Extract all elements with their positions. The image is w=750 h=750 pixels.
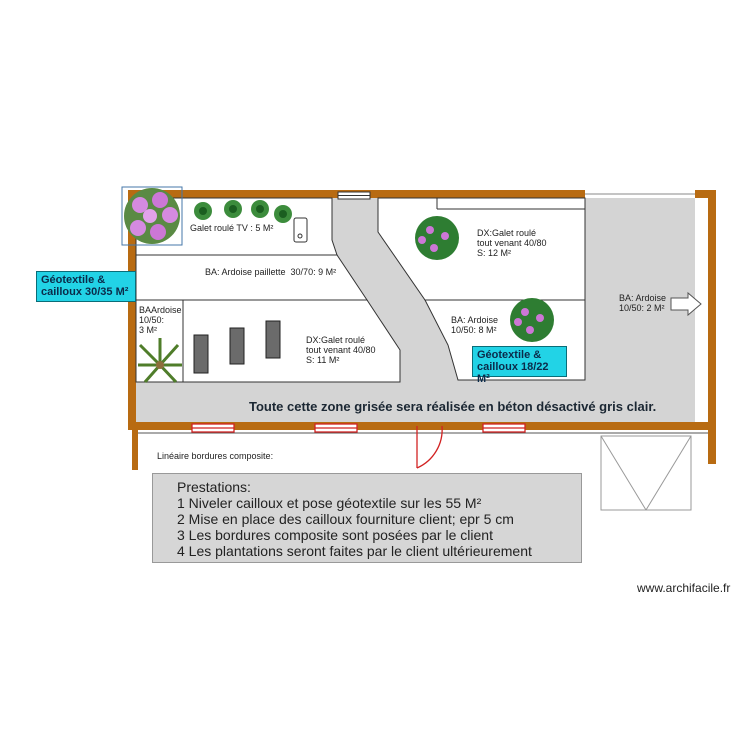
zone-label-ardoise-2: BA: Ardoise 10/50: 2 M² (619, 293, 667, 313)
flower-bush-icon (121, 186, 183, 246)
garage-door-icon (600, 435, 692, 511)
post-right (708, 422, 716, 464)
geotextile-callout-right: Géotextile &cailloux 18/22 M² (472, 346, 567, 385)
purple-shrub-icon (415, 216, 459, 260)
watermark: www.archifacile.fr (637, 581, 731, 595)
door-icon (416, 425, 443, 469)
bordures-label: Linéaire bordures composite: (157, 451, 274, 461)
stepping-stone (229, 327, 245, 365)
prestation-item: 2 Mise en place des cailloux fourniture … (177, 511, 514, 527)
zone-label-dx-top-right: DX:Galet roulé tout venant 40/80 S: 12 M… (477, 228, 547, 258)
beton-note: Toute cette zone grisée sera réalisée en… (249, 399, 657, 414)
zone-label-ardoise-8: BA: Ardoise 10/50: 8 M² (451, 315, 499, 335)
zone-label-ardoise-paillette: BA: Ardoise paillette 30/70: 9 M² (205, 267, 337, 277)
prestation-item: 3 Les bordures composite sont posées par… (177, 527, 493, 543)
purple-shrub-icon (510, 298, 554, 342)
post-left (132, 422, 138, 470)
prestation-item: 4 Les plantations seront faites par le c… (177, 543, 532, 559)
zone-label-galet-tv: Galet roulé TV : 5 M² (190, 223, 274, 233)
arrow-right-icon (670, 291, 702, 317)
right-gap (695, 198, 708, 422)
stepping-stone (265, 320, 281, 359)
zone-label-ardoise-left: BAArdoise 10/50: 3 M² (139, 305, 182, 335)
tv-icon (293, 217, 308, 243)
palm-plant-icon (138, 338, 182, 384)
stepping-stone (193, 334, 209, 374)
geotextile-callout-left: Géotextile &cailloux 30/35 M² (36, 271, 136, 302)
fern-plant-icon (194, 200, 292, 223)
window-icon (191, 423, 526, 433)
bed-ardoise-paillette (135, 254, 368, 301)
prestations-title: Prestations: (177, 479, 251, 495)
zone-label-dx-center: DX:Galet roulé tout venant 40/80 S: 11 M… (306, 335, 376, 365)
prestations-box: Prestations: 1 Niveler cailloux et pose … (152, 473, 582, 563)
prestation-item: 1 Niveler cailloux et pose géotextile su… (177, 495, 482, 511)
